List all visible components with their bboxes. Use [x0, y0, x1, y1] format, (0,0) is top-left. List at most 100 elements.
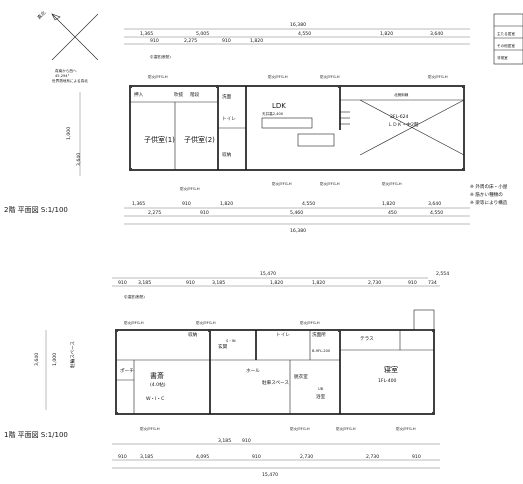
- f2-dim-bottom2: 1,365: [132, 201, 145, 207]
- ldk-sub: ＬＤＫ・中2階: [388, 121, 419, 128]
- north-deviation-3: 世界測地系による真北: [52, 78, 88, 83]
- f1-dim-top: 910: [186, 280, 195, 286]
- f2-total-bottom: 16,380: [290, 228, 306, 234]
- side-label: 駐輪スペース: [69, 341, 76, 368]
- f1-dim-top: 2,730: [368, 280, 381, 286]
- f2-side-dim: 3,640: [76, 153, 82, 166]
- f2-dim-bottom: 5,460: [290, 210, 303, 216]
- f1-total-top: 15,470: [260, 271, 276, 277]
- f1-side-dim: 3,640: [34, 353, 40, 366]
- floor1-title: 1階 平面図 S:1/100: [4, 430, 68, 439]
- f2-dim-top2: 1,820: [250, 38, 263, 44]
- f1-dim-top: 910: [118, 280, 127, 286]
- f1-dim-bottom: 3,185: [140, 454, 153, 460]
- window-label: 防火戸FG-H: [428, 74, 448, 79]
- f1-dim-bottom: 2,730: [300, 454, 313, 460]
- f2-total-top: 16,380: [290, 22, 306, 28]
- room-closet-2f: 押入: [134, 91, 144, 98]
- room-storage-2f: 収納: [222, 151, 232, 158]
- north-slope-note: 北側斜線: [394, 92, 409, 97]
- window-label: 防火戸FG-H: [320, 181, 340, 186]
- room-study-size: (4.0帖): [150, 381, 166, 388]
- room-terrace: テラス: [360, 336, 374, 342]
- f1-total-bottom: 15,470: [262, 472, 278, 478]
- f2-dim-bottom2: 910: [182, 201, 191, 207]
- window-label: 防火戸FG-H: [180, 186, 200, 191]
- ldk-level: 2FL-624: [390, 114, 409, 120]
- f1-dim-bottom: 910: [118, 454, 127, 460]
- f1-dim-top: 1,820: [270, 280, 283, 286]
- room-toilet-1f: トイレ: [276, 333, 290, 338]
- f2-dim-bottom: 4,550: [430, 210, 443, 216]
- f1-side-dim: 1,000: [52, 353, 58, 366]
- f2-dim-top2: 2,275: [184, 38, 197, 44]
- north-deviation-2: 45.294°: [55, 74, 70, 78]
- room-study: 書斎: [150, 371, 164, 380]
- f2-dim-top: 1,365: [140, 31, 153, 37]
- window-label: 防火戸FG-H: [272, 181, 292, 186]
- room-storage-1f: 収納: [188, 331, 198, 338]
- f2-dim-bottom2: 3,640: [428, 201, 441, 207]
- room-porch: ポーチ: [120, 367, 134, 374]
- room-parking: 駐車スペース: [262, 379, 289, 386]
- f1-extra-top: 2,554: [436, 271, 449, 277]
- room-ldk: LDK: [272, 102, 286, 110]
- room-hall-2f: 吹抜: [174, 91, 184, 98]
- room-wic: W・I・C: [146, 396, 164, 402]
- f1-dim-top: 910: [408, 280, 417, 286]
- f2-dim-bottom: 450: [388, 210, 397, 216]
- room-child1: 子供室(1): [144, 135, 175, 144]
- table-row-2: その他居室: [497, 43, 515, 48]
- room-table: 主たる居室 その他居室 非常室: [493, 13, 523, 65]
- window-label: 防火戸FG-H: [140, 426, 160, 431]
- f1-dim-top: 3,185: [138, 280, 151, 286]
- north-deviation-1: 真南から西へ: [55, 68, 77, 73]
- f2-dim-top: 4,550: [298, 31, 311, 37]
- table-row-3: 非常室: [497, 55, 508, 60]
- f2-dim-top: 3,640: [430, 31, 443, 37]
- f2-dim-top2: 910: [222, 38, 231, 44]
- window-label: 防火戸FG-H: [320, 74, 340, 79]
- f1-dim-bottom: 4,095: [196, 454, 209, 460]
- f1-dim-top: 734: [428, 280, 437, 286]
- room-washroom: 脱衣室: [294, 373, 308, 380]
- window-label: 引違窓(断熱): [124, 294, 145, 299]
- note-line: ※ 筋かい種類の: [470, 191, 503, 198]
- f1-dim-top: 3,185: [212, 280, 225, 286]
- window-label: 防火戸FG-H: [268, 74, 288, 79]
- f2-dim-bottom: 2,275: [148, 210, 161, 216]
- window-label: 防火戸FG-H: [396, 426, 416, 431]
- notes: ※ 外周の床・小屋 ※ 筋かい種類の ※ 梁等により構造: [470, 183, 508, 206]
- room-wash-2f: 洗面: [222, 93, 232, 100]
- f1-dim-bottom: 2,730: [366, 454, 379, 460]
- window-label: 防火戸FG-H: [300, 320, 320, 325]
- bedroom-level: 1FL-400: [378, 378, 397, 384]
- f2-dim-top: 5,005: [196, 31, 209, 37]
- note-line: ※ 外周の床・小屋: [470, 183, 508, 190]
- room-ub: UB: [318, 387, 324, 391]
- floor2-dimensions: 16,380 1,365 5,005 4,550 1,820 3,640 910…: [66, 22, 470, 234]
- floor2-title: 2階 平面図 S:1/100: [4, 205, 68, 214]
- f2-dim-top: 1,820: [380, 31, 393, 37]
- window-label: 防火戸FG-H: [148, 74, 168, 79]
- ldk-note: 天井高2,400: [262, 111, 284, 116]
- floor2-plan: 子供室(1) 子供室(2) トイレ 洗面 収納 階段 押入 LDK 天井高2,4…: [129, 54, 465, 191]
- f1-dim-bottom: 910: [412, 454, 421, 460]
- window-label: 防火戸FG-H: [124, 320, 144, 325]
- f2-dim-bottom2: 1,820: [220, 201, 233, 207]
- f1-dim-bottom2: 910: [242, 438, 251, 444]
- room-stair-2f: 階段: [190, 91, 200, 98]
- window-label: 防火戸FG-H: [382, 181, 402, 186]
- room-child2: 子供室(2): [184, 135, 215, 144]
- room-bath: 浴室: [316, 393, 326, 400]
- north-label: 真北: [36, 9, 48, 21]
- window-label: 防火戸FG-H: [196, 320, 216, 325]
- f1-dim-bottom: 910: [252, 454, 261, 460]
- note-line: ※ 梁等により構造: [470, 199, 508, 206]
- room-toilet-2f: トイレ: [222, 117, 236, 122]
- north-arrow: 真北 真南から西へ 45.294° 世界測地系による真北: [36, 9, 99, 83]
- f2-dim-top2: 910: [150, 38, 159, 44]
- room-shoes: S・IN: [226, 339, 236, 343]
